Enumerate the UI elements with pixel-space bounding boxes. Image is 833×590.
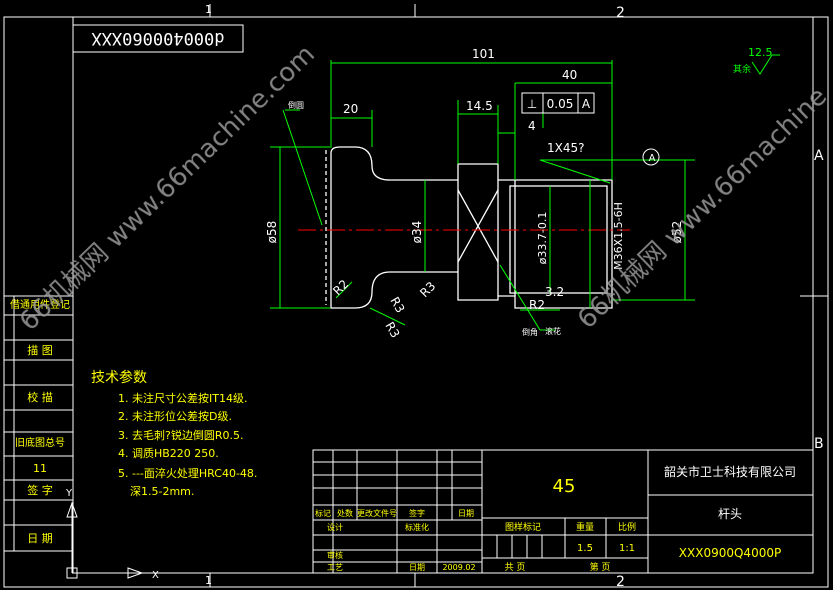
surface-finish-label: 其余 bbox=[733, 63, 751, 75]
dim-head-length: 20 bbox=[343, 102, 358, 116]
title-role: 设计 bbox=[327, 522, 343, 532]
tech-item: 4. 调质HB220 250. bbox=[118, 447, 219, 460]
dim-thread: M36X1.5-6H bbox=[612, 202, 625, 270]
title-standardize: 标准化 bbox=[405, 522, 429, 532]
zone-mark-top-2: 2 bbox=[616, 5, 625, 21]
tech-item: 3. 去毛刺?锐边倒圆R0.5. bbox=[118, 428, 243, 442]
dim-dia-52: ø52 bbox=[670, 221, 684, 244]
tech-item: 深1.5-2mm. bbox=[130, 485, 194, 498]
left-table-cell: 借通用件登记 bbox=[10, 298, 70, 311]
title-scale-value: 1:1 bbox=[619, 543, 635, 554]
tech-requirements: 技术参数 1. 未注尺寸公差按IT14级. 2. 未注形位公差按D级. 3. 去… bbox=[91, 369, 257, 498]
leader-label-left: 倒圆 bbox=[288, 100, 304, 110]
datum-a-circle bbox=[642, 148, 660, 166]
left-table-cell: 描 图 bbox=[27, 343, 53, 357]
title-material: 45 bbox=[553, 476, 576, 497]
title-block bbox=[312, 449, 814, 574]
dim-r2-b: R2 bbox=[529, 298, 545, 312]
dim-r3-c: R3 bbox=[382, 320, 402, 341]
left-table-cell: 旧底图总号 bbox=[15, 436, 65, 449]
title-header-cell: 签字 bbox=[409, 508, 425, 518]
drawing-number-box bbox=[72, 24, 244, 53]
left-table-cell: 校 描 bbox=[27, 390, 53, 404]
title-part-name: 杆头 bbox=[718, 507, 742, 521]
left-table-cell: 签 字 bbox=[27, 483, 53, 497]
dim-chamfer-spec: 1X45? bbox=[547, 141, 585, 155]
ucs-icon bbox=[66, 501, 144, 579]
zone-mark-bottom-2: 2 bbox=[616, 574, 625, 590]
leader-label-right: 滚花 bbox=[545, 326, 561, 336]
title-drawing-no: XXX0900Q4000P bbox=[679, 546, 781, 560]
part-outline bbox=[325, 146, 613, 309]
tech-title: 技术参数 bbox=[91, 369, 147, 386]
title-sheet-no: 第 页 bbox=[590, 561, 611, 573]
left-table bbox=[3, 295, 74, 552]
title-sheet-total: 共 页 bbox=[505, 562, 526, 573]
title-company: 韶关市卫士科技有限公司 bbox=[664, 464, 796, 479]
tolerance-frame bbox=[521, 92, 595, 114]
left-table-cell: 11 bbox=[33, 462, 47, 475]
dim-undercut: 3.2 bbox=[545, 285, 564, 299]
zone-mark-top-1: 1 bbox=[205, 3, 212, 16]
watermark-left: 66机械网 www.66machine.com bbox=[14, 39, 321, 337]
ucs-x-label: X bbox=[152, 570, 159, 581]
title-weight-label: 重量 bbox=[576, 521, 594, 533]
dim-r3-b: R3 bbox=[417, 279, 438, 300]
outer-border bbox=[3, 16, 829, 588]
title-header-cell: 标记 bbox=[315, 508, 331, 518]
tech-item: 1. 未注尺寸公差按IT14级. bbox=[118, 391, 247, 405]
dimension-lines bbox=[270, 60, 695, 331]
surface-finish-icon bbox=[751, 54, 780, 75]
surface-finish-value: 12.5 bbox=[748, 46, 773, 59]
title-header-cell: 日期 bbox=[458, 509, 474, 518]
dim-chamfer-length: 14.5 bbox=[466, 99, 493, 113]
tech-item: 5. ---面淬火处理HRC40-48. bbox=[118, 466, 257, 480]
title-weight-value: 1.5 bbox=[577, 543, 593, 554]
dim-total-length: 101 bbox=[472, 47, 495, 61]
title-scale-label: 比例 bbox=[618, 521, 636, 533]
dim-r3-a: R3 bbox=[387, 295, 407, 316]
dim-r2-a: R2 bbox=[330, 277, 351, 298]
tolerance-symbol: ⊥ bbox=[527, 97, 537, 111]
tolerance-datum: A bbox=[582, 97, 591, 111]
zone-mark-right-a: A bbox=[814, 148, 824, 164]
tech-item: 2. 未注形位公差按D级. bbox=[118, 409, 232, 423]
title-role: 工艺 bbox=[327, 563, 343, 572]
tolerance-value: 0.05 bbox=[547, 97, 574, 111]
dim-right-length: 40 bbox=[562, 68, 577, 82]
left-table-cell: 日 期 bbox=[27, 532, 53, 545]
title-approve-label: 日期 bbox=[409, 563, 425, 572]
dim-dia-34: ø34 bbox=[410, 221, 424, 244]
dim-thread-offset: 4 bbox=[528, 119, 536, 133]
dim-dia-58: ø58 bbox=[265, 221, 279, 244]
drawing-frame bbox=[3, 4, 829, 588]
title-header-cell: 处数 bbox=[337, 508, 353, 518]
title-stage-label: 图样标记 bbox=[505, 521, 541, 533]
drawing-number-text: d000400060XXX bbox=[91, 28, 225, 48]
leader-label-bottom: 倒角 bbox=[522, 327, 538, 337]
zone-mark-bottom-1: 1 bbox=[205, 574, 212, 587]
title-header-cell: 更改文件号 bbox=[357, 508, 397, 518]
datum-label: A bbox=[649, 153, 656, 164]
title-approve-date: 2009.02 bbox=[442, 563, 475, 572]
ucs-y-label: Y bbox=[65, 488, 73, 499]
title-role: 审核 bbox=[327, 550, 343, 560]
zone-mark-right-b: B bbox=[814, 436, 824, 452]
dim-dia-33: ø33.7-0.1 bbox=[536, 212, 549, 265]
